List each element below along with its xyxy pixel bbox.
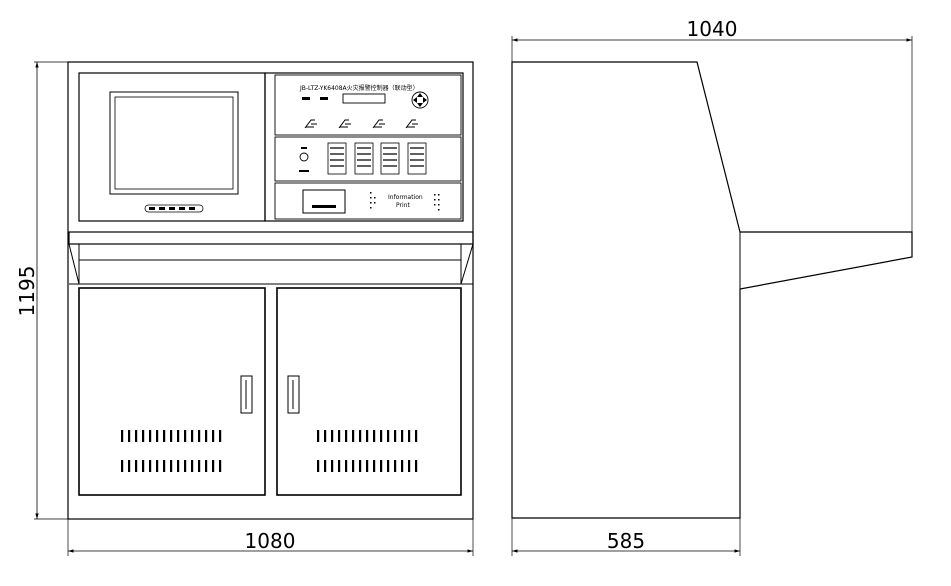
lcd-display (342, 93, 386, 104)
vent-slot (338, 460, 341, 472)
side-profile (511, 61, 913, 519)
depth-base-dimension: 585 (607, 529, 645, 553)
monitor-button-strip (144, 204, 204, 213)
vent-slot (219, 430, 222, 442)
vent-slot (212, 430, 215, 442)
vent-slot (177, 430, 180, 442)
info-label-1: Information (388, 194, 423, 201)
speaker-dots-left (370, 192, 376, 209)
controller-top-panel (274, 74, 462, 136)
vent-slot (170, 430, 173, 442)
vent-slot (394, 460, 397, 472)
height-dimension: 1195 (15, 266, 39, 317)
vent-slot (345, 460, 348, 472)
vent-slot (352, 430, 355, 442)
direction-pad-icon[interactable] (411, 91, 429, 109)
vent-slot (415, 430, 418, 442)
vent-slot (128, 460, 131, 472)
vent-slot (317, 460, 320, 472)
vent-slot (387, 430, 390, 442)
right-door-handle[interactable] (287, 375, 300, 414)
vent-slot (163, 460, 166, 472)
side-view (511, 61, 913, 519)
vent-slot (184, 430, 187, 442)
shelf-lip (68, 231, 474, 245)
side-dimensions: 1040 585 (511, 17, 913, 556)
depth-top-dimension: 1040 (687, 17, 738, 41)
monitor-buttons[interactable] (149, 207, 195, 210)
left-door-handle[interactable] (240, 375, 253, 414)
vent-slot (401, 430, 404, 442)
vent-slot (317, 430, 320, 442)
vent-slot (359, 430, 362, 442)
vent-slot (408, 430, 411, 442)
vent-slot (135, 460, 138, 472)
key-labels-row (304, 119, 418, 129)
vent-slot (121, 460, 124, 472)
vent-slot (149, 460, 152, 472)
vent-slot (191, 460, 194, 472)
front-dimensions: 1195 1080 (15, 61, 474, 556)
controller-area (264, 72, 464, 222)
vent-slot (380, 460, 383, 472)
vent-slot (366, 430, 369, 442)
vent-slot (177, 460, 180, 472)
vent-slot (163, 430, 166, 442)
vent-slot (205, 460, 208, 472)
vent-slot (338, 430, 341, 442)
front-width-dimension: 1080 (245, 529, 296, 553)
printer-slot[interactable] (302, 189, 346, 214)
vent-slot (373, 460, 376, 472)
controller-bottom-panel (274, 182, 462, 220)
monitor-screen (114, 96, 234, 190)
vent-slot (219, 460, 222, 472)
vent-slot (380, 430, 383, 442)
vent-slot (156, 460, 159, 472)
speaker-dots-right (434, 194, 440, 211)
vent-slot (205, 430, 208, 442)
vent-slot (198, 430, 201, 442)
cabinet-outline (67, 61, 474, 520)
vent-slot (142, 460, 145, 472)
vent-slot (394, 430, 397, 442)
vent-slot (408, 460, 411, 472)
vent-slot (191, 430, 194, 442)
vent-slot (142, 430, 145, 442)
vent-slot (170, 460, 173, 472)
vent-slot (128, 430, 131, 442)
vent-slot (345, 430, 348, 442)
switch-groups[interactable] (327, 142, 427, 175)
vent-slot (359, 460, 362, 472)
vent-slot (121, 430, 124, 442)
vent-slot (135, 430, 138, 442)
vent-slot (352, 460, 355, 472)
monitor-panel (78, 72, 266, 222)
vent-slot (324, 430, 327, 442)
front-view: JB-LTZ-YK6408A火灾报警控制器（联动型） Information P… (67, 61, 474, 520)
vent-slot (401, 460, 404, 472)
vent-slot (366, 460, 369, 472)
vent-slot (149, 430, 152, 442)
vent-slot (331, 430, 334, 442)
vent-slot (156, 430, 159, 442)
right-door[interactable] (276, 287, 462, 496)
vent-slot (373, 430, 376, 442)
info-label-2: Print (396, 202, 410, 209)
vent-slot (212, 460, 215, 472)
vent-slots (121, 430, 418, 472)
monitor-bezel (109, 91, 239, 195)
vent-slot (184, 460, 187, 472)
vent-slot (198, 460, 201, 472)
vent-slot (387, 460, 390, 472)
controller-model-text: JB-LTZ-YK6408A火灾报警控制器（联动型） (299, 84, 419, 92)
controller-middle-panel (274, 136, 462, 182)
vent-slot (324, 460, 327, 472)
vent-slot (415, 460, 418, 472)
vent-slot (331, 460, 334, 472)
key-switch-icon[interactable] (299, 152, 309, 162)
